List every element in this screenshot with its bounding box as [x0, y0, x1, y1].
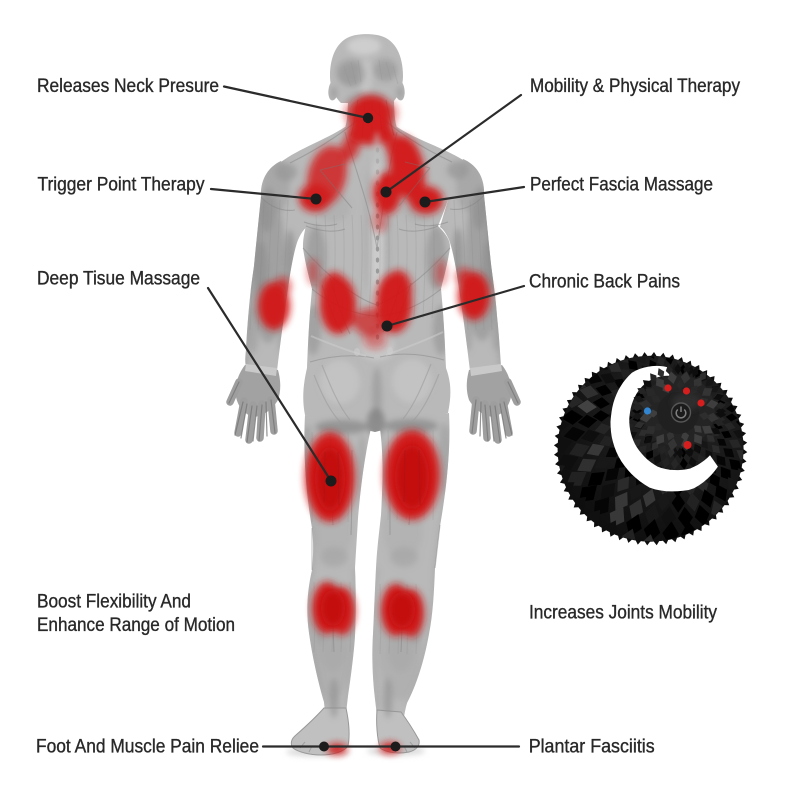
svg-text:Foot And Muscle Pain Reliee: Foot And Muscle Pain Reliee — [36, 737, 259, 758]
svg-text:Deep Tisue Massage: Deep Tisue Massage — [37, 269, 200, 290]
svg-text:Enhance Range of Motion: Enhance Range of Motion — [37, 615, 235, 636]
svg-text:Releases Neck Presure: Releases Neck Presure — [37, 76, 219, 97]
svg-text:Plantar Fasciitis: Plantar Fasciitis — [529, 737, 655, 758]
svg-text:Trigger Point Therapy: Trigger Point Therapy — [38, 175, 205, 196]
svg-text:Increases Joints Mobility: Increases Joints Mobility — [529, 602, 717, 623]
svg-text:Mobility & Physical Therapy: Mobility & Physical Therapy — [530, 76, 740, 97]
svg-text:Chronic Back Pains: Chronic Back Pains — [529, 272, 680, 293]
svg-text:Boost Flexibility And: Boost Flexibility And — [37, 592, 191, 613]
svg-text:Perfect Fascia Massage: Perfect Fascia Massage — [530, 175, 713, 196]
